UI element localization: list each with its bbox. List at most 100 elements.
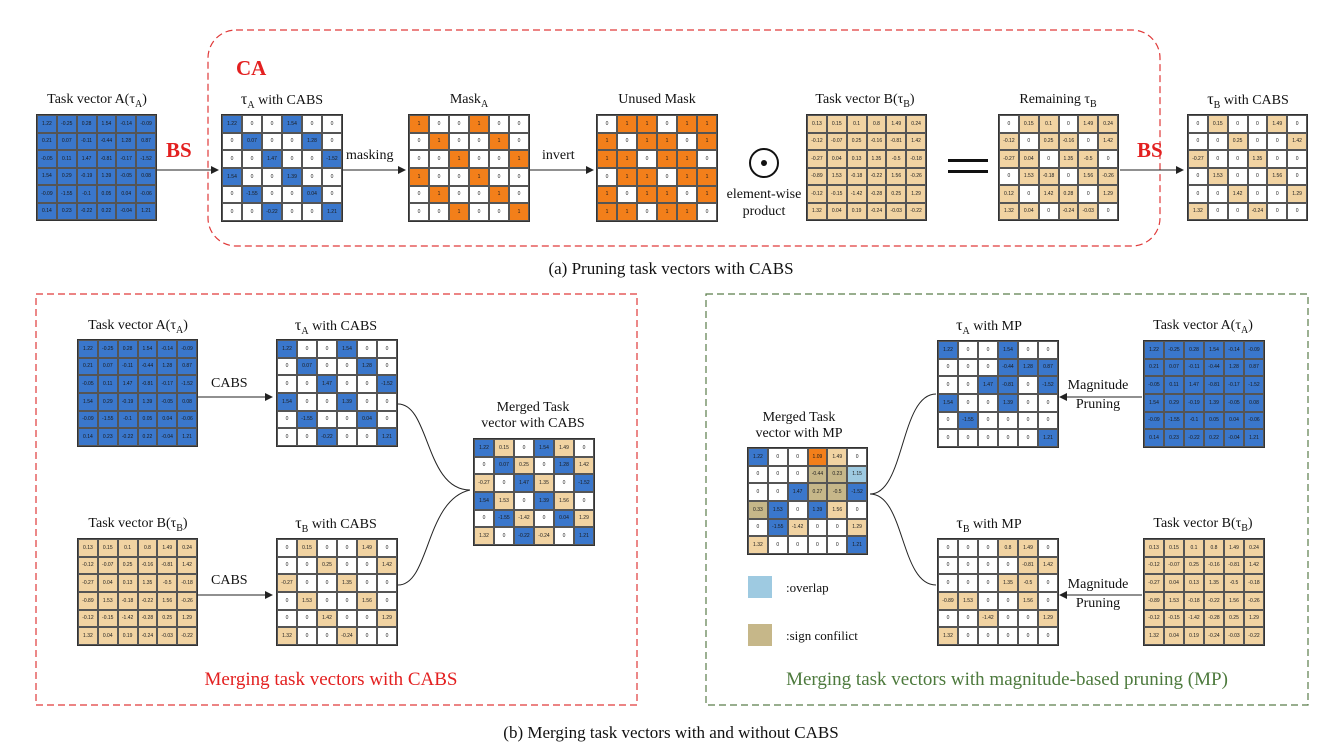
matrix-cell: -0.22 <box>866 167 887 185</box>
matrix-cell: -0.17 <box>1224 376 1244 394</box>
matrix-cell: -1.52 <box>322 150 342 168</box>
matrix-cell: 1.42 <box>1227 185 1248 203</box>
matrix-cell: -0.11 <box>1184 358 1204 377</box>
bl-merged-title-2: vector with CABS <box>481 416 585 431</box>
matrix-cell: 1 <box>657 185 677 204</box>
matrix-cell: 1 <box>597 203 617 221</box>
matrix-cell: 0 <box>357 556 377 575</box>
matrix-cell: 0 <box>677 132 697 151</box>
matrix-cell: 1.09 <box>807 448 828 466</box>
matrix-cell: 1 <box>617 115 637 133</box>
matrix-cell: 0.04 <box>116 185 137 203</box>
matrix-cell: 0 <box>938 429 958 447</box>
matrix-cell: 0.29 <box>56 167 77 185</box>
matrix-cell: -0.14 <box>1224 341 1244 359</box>
matrix-cell: 0 <box>998 429 1018 447</box>
matrix-cell: 1.53 <box>958 591 978 610</box>
matrix-cell: 0 <box>958 358 978 377</box>
matrix-cell: 1 <box>489 185 509 204</box>
matrix-cell: 0 <box>297 392 317 411</box>
matrix-cell: -0.81 <box>96 150 117 168</box>
matrix-cell: 1 <box>617 150 637 168</box>
matrix-cell: -0.19 <box>117 392 138 411</box>
matrix-cell: 1 <box>617 167 637 186</box>
matrix-cell: 1.42 <box>574 456 594 475</box>
matrix-cell: 0.23 <box>97 428 118 446</box>
matrix-cell: 0 <box>222 185 242 204</box>
matrix-cell: 0 <box>322 185 342 204</box>
matrix-cell: 0 <box>322 167 342 186</box>
matrix-cell: 1.22 <box>277 340 297 358</box>
matrix-cell: 0.14 <box>78 428 98 446</box>
matrix-cell: 1.32 <box>1188 202 1208 220</box>
matrix-cell: 0 <box>357 609 377 628</box>
matrix-cell: 0.14 <box>1144 429 1164 447</box>
matrix-cell: 0.15 <box>826 115 847 133</box>
matrix-cell: -1.42 <box>117 609 138 628</box>
bl-tau-b-cabs-title: τB with CABS <box>295 515 377 535</box>
matrix-cell: -0.09 <box>177 340 197 358</box>
matrix-cell: 1.35 <box>1204 574 1224 592</box>
ca-label: CA <box>236 56 267 80</box>
matrix-cell: 0 <box>297 375 317 393</box>
matrix-cell: 1.56 <box>554 491 574 510</box>
matrix-cell: -0.24 <box>337 627 357 645</box>
matrix-cell: 0 <box>242 203 262 221</box>
matrix-cell: 1.53 <box>1207 167 1228 185</box>
matrix-cell: 0 <box>1247 115 1268 133</box>
br-task-b-title: Task vector B(τB) <box>1153 516 1253 534</box>
matrix-cell: 0.13 <box>78 539 98 557</box>
matrix-cell: 0 <box>637 150 657 168</box>
matrix-cell: 1 <box>677 115 697 133</box>
matrix-cell: 0 <box>1188 185 1208 203</box>
matrix-cell: 0.25 <box>317 556 337 575</box>
matrix-cell: 0.04 <box>554 509 574 528</box>
matrix-cell: 0.25 <box>846 132 867 150</box>
matrix-cell: 0 <box>978 429 998 447</box>
matrix-cell: 0 <box>322 115 342 133</box>
equals-icon-bar-2 <box>948 170 988 173</box>
matrix-cell: -0.03 <box>1078 202 1099 220</box>
matrix-cell: -0.89 <box>78 591 98 610</box>
matrix-cell: 1 <box>697 132 717 151</box>
matrix-cell: -0.81 <box>137 375 158 393</box>
matrix-cell: 0.24 <box>906 115 926 133</box>
matrix-cell: -0.5 <box>1078 150 1099 168</box>
matrix-cell: 1.39 <box>807 500 828 519</box>
matrix-cell: 1.29 <box>906 185 926 203</box>
matrix-cell: 0 <box>1038 341 1058 359</box>
matrix-cell: 0.04 <box>357 410 377 429</box>
matrix-cell: 1.32 <box>938 627 958 645</box>
matrix-cell: 0.05 <box>96 185 117 203</box>
matrix-cell: 1.47 <box>978 376 998 394</box>
matrix-cell: 0 <box>337 410 357 429</box>
bs-label-1: BS <box>166 138 192 162</box>
matrix-cell: 1.22 <box>37 115 57 133</box>
matrix-cell: 1.54 <box>277 392 297 411</box>
matrix-cell: 0 <box>978 627 998 645</box>
matrix-cell: -1.42 <box>1184 609 1204 628</box>
matrix-cell: 1.21 <box>177 428 197 446</box>
matrix-cell: 0.04 <box>97 627 118 645</box>
matrix-cell: 1.54 <box>998 341 1018 359</box>
matrix-cell: 0.04 <box>826 202 847 220</box>
matrix-cell: 1.53 <box>1164 591 1184 610</box>
matrix-cell: 0 <box>697 150 717 168</box>
matrix-cell: 1.54 <box>1144 393 1164 412</box>
matrix-cell: -0.03 <box>157 627 178 645</box>
matrix-cell: 0.07 <box>494 456 514 475</box>
matrix-cell: 1.54 <box>474 491 494 510</box>
matrix-cell: 1.47 <box>262 150 282 168</box>
matrix-cell: 1.53 <box>1018 167 1039 185</box>
matrix-cell: 0 <box>282 185 302 204</box>
matrix-cell: 0.8 <box>866 115 887 133</box>
matrix-cell: 0 <box>262 115 282 133</box>
matrix-cell: -0.12 <box>78 556 98 575</box>
matrix-cell: -1.52 <box>177 375 197 393</box>
matrix-cell: -0.1 <box>76 185 97 203</box>
matrix-cell: 1 <box>697 167 717 186</box>
matrix-cell: -0.28 <box>866 185 887 203</box>
matrix-cell: -0.14 <box>116 115 137 133</box>
matrix-cell: -0.22 <box>177 627 197 645</box>
